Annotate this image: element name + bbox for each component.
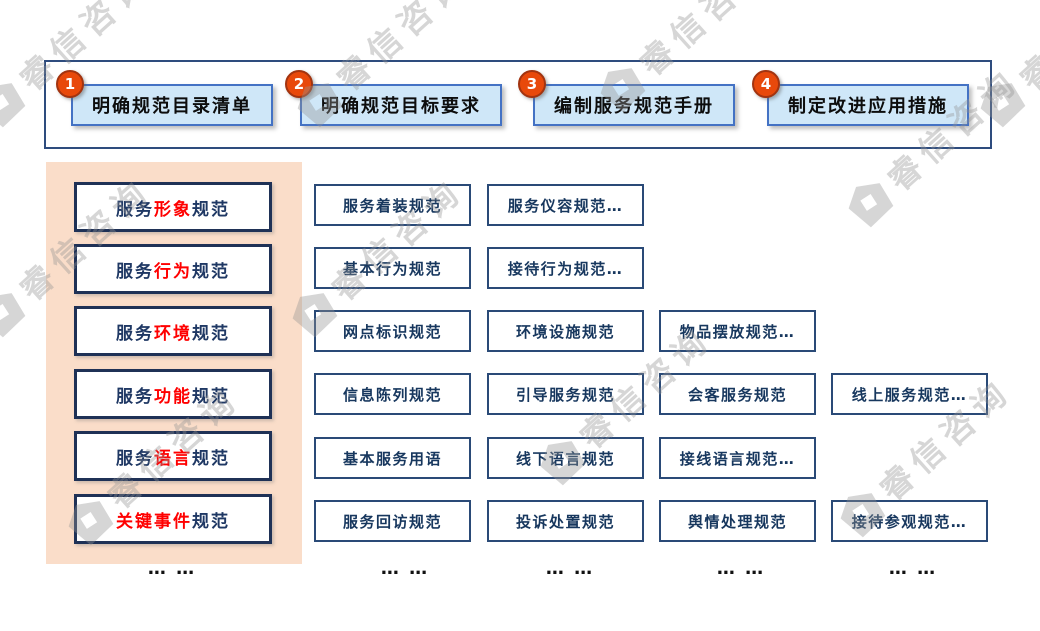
- category-label-highlight: 行为: [154, 261, 192, 282]
- category-label-suffix: 规范: [192, 448, 230, 469]
- standard-cell: 信息陈列规范: [314, 373, 471, 415]
- step-number-badge: 4: [752, 70, 780, 98]
- standard-cell: 会客服务规范: [659, 373, 816, 415]
- category-label-highlight: 环境: [154, 323, 192, 344]
- step-label: 明确规范目录清单: [92, 96, 252, 117]
- standard-cell: 线上服务规范…: [831, 373, 988, 415]
- category-label-highlight: 功能: [154, 386, 192, 407]
- watermark-logo-icon: [0, 293, 26, 338]
- standard-cell: 基本服务用语: [314, 437, 471, 479]
- standard-cell: 服务仪容规范…: [487, 184, 644, 226]
- step-number-badge: 1: [56, 70, 84, 98]
- process-step: 3 编制服务规范手册: [518, 70, 735, 126]
- step-label: 编制服务规范手册: [554, 96, 714, 117]
- category-label-prefix: 服务: [116, 323, 154, 344]
- standard-cell: 引导服务规范: [487, 373, 644, 415]
- ellipsis-more: … …: [716, 558, 766, 579]
- category-label-prefix: 服务: [116, 199, 154, 220]
- category-label-suffix: 规范: [192, 386, 230, 407]
- watermark-logo-icon: [0, 83, 26, 128]
- ellipsis-more: … …: [888, 558, 938, 579]
- standard-cell: 服务回访规范: [314, 500, 471, 542]
- standard-cell: 接待行为规范…: [487, 247, 644, 289]
- category-label-prefix: 服务: [116, 386, 154, 407]
- standard-cell: 基本行为规范: [314, 247, 471, 289]
- category-box: 服务功能规范: [74, 369, 272, 419]
- standard-cell: 服务着装规范: [314, 184, 471, 226]
- category-label-suffix: 规范: [192, 261, 230, 282]
- category-label-suffix: 规范: [192, 323, 230, 344]
- standard-cell: 接线语言规范…: [659, 437, 816, 479]
- category-label-highlight: 形象: [154, 199, 192, 220]
- standard-cell: 网点标识规范: [314, 310, 471, 352]
- category-box: 服务语言规范: [74, 431, 272, 481]
- category-box: 服务形象规范: [74, 182, 272, 232]
- category-label-prefix: 服务: [116, 448, 154, 469]
- standard-cell: 接待参观规范…: [831, 500, 988, 542]
- process-step: 1 明确规范目录清单: [56, 70, 273, 126]
- category-label-highlight: 关键事件: [116, 511, 192, 532]
- category-label-suffix: 规范: [192, 199, 230, 220]
- category-label-prefix: 服务: [116, 261, 154, 282]
- category-label-highlight: 语言: [154, 448, 192, 469]
- standard-cell: 环境设施规范: [487, 310, 644, 352]
- standard-cell: 物品摆放规范…: [659, 310, 816, 352]
- watermark-logo-icon: [848, 183, 894, 228]
- category-label-suffix: 规范: [192, 511, 230, 532]
- ellipsis-more: … …: [380, 558, 430, 579]
- standard-cell: 线下语言规范: [487, 437, 644, 479]
- step-number-badge: 2: [285, 70, 313, 98]
- step-label: 制定改进应用措施: [788, 96, 948, 117]
- category-box: 服务行为规范: [74, 244, 272, 294]
- ellipsis-more: … …: [545, 558, 595, 579]
- category-box: 服务环境规范: [74, 306, 272, 356]
- standard-cell: 投诉处置规范: [487, 500, 644, 542]
- category-box: 关键事件规范: [74, 494, 272, 544]
- watermark-text: 睿信咨询: [1011, 0, 1040, 99]
- process-step: 4 制定改进应用措施: [752, 70, 969, 126]
- ellipsis-more: … …: [147, 558, 197, 579]
- step-label: 明确规范目标要求: [321, 96, 481, 117]
- standard-cell: 舆情处理规范: [659, 500, 816, 542]
- process-step: 2 明确规范目标要求: [285, 70, 502, 126]
- step-number-badge: 3: [518, 70, 546, 98]
